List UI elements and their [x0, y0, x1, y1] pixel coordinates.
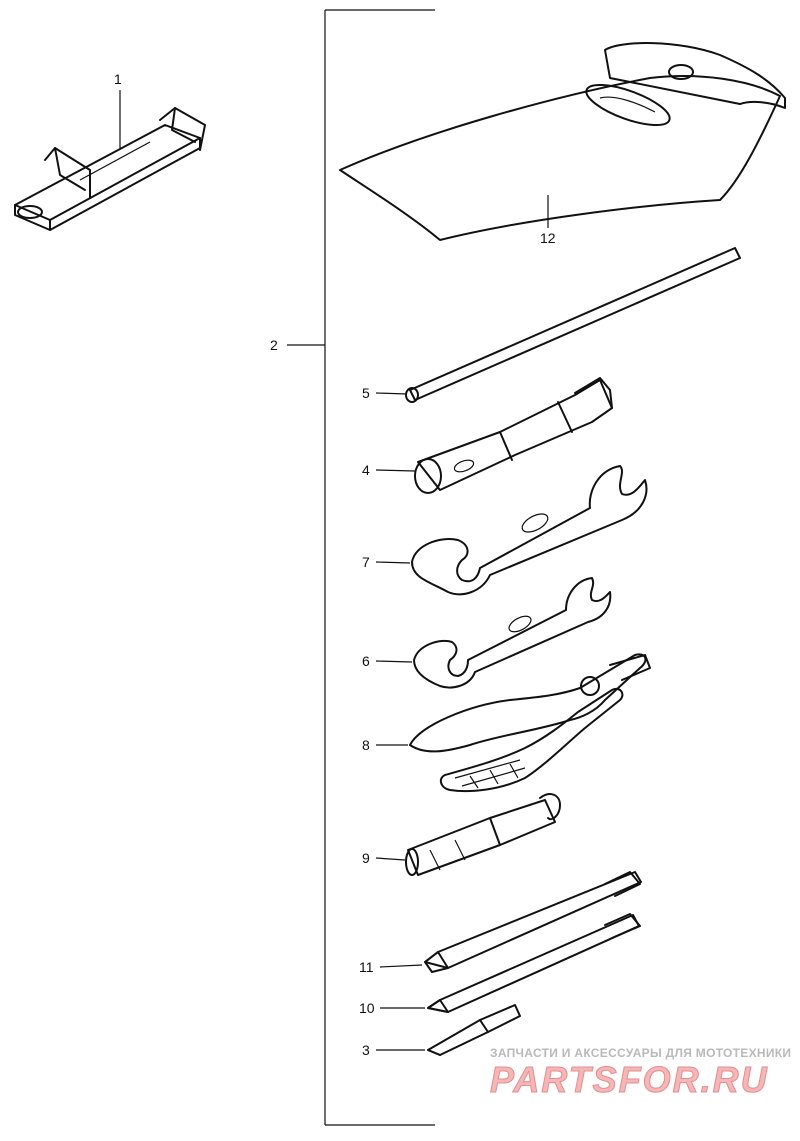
- callout-8: 8: [362, 737, 370, 753]
- callout-7: 7: [362, 554, 370, 570]
- leader-7: [375, 561, 411, 564]
- part-12-tool-bag-drawing: [339, 42, 786, 241]
- part-11-screwdriver-cross-drawing: [424, 871, 642, 973]
- callout-6: 6: [362, 653, 370, 669]
- callout-1: 1: [114, 71, 122, 87]
- callout-4: 4: [362, 462, 370, 478]
- part-10-screwdriver-flat-drawing: [427, 913, 641, 1013]
- callout-11: 11: [359, 959, 374, 975]
- leader-5: [375, 392, 408, 395]
- leader-4: [375, 469, 416, 472]
- callout-3: 3: [362, 1042, 370, 1058]
- part-4-plug-wrench-drawing: [414, 377, 613, 494]
- callout-12: 12: [540, 230, 556, 246]
- leader-11: [379, 964, 423, 968]
- group-bracket-2: [287, 9, 435, 1126]
- part-5-tommy-bar-drawing: [405, 247, 741, 403]
- callout-10: 10: [359, 1000, 375, 1016]
- callout-5: 5: [362, 385, 370, 401]
- leader-6: [375, 660, 413, 663]
- callout-9: 9: [362, 850, 370, 866]
- part-9-screwdriver-handle-drawing: [405, 793, 561, 876]
- leader-9: [375, 857, 406, 861]
- part-6-wrench-small-drawing: [413, 577, 612, 689]
- part-8-pliers-drawing: [409, 653, 651, 793]
- watermark-tagline: ЗАПЧАСТИ И АКСЕССУАРЫ ДЛЯ МОТОТЕХНИКИ: [490, 1046, 791, 1060]
- watermark-logo: PARTSFOR.RU: [490, 1059, 769, 1100]
- part-7-wrench-large-drawing: [411, 465, 648, 596]
- watermark: ЗАПЧАСТИ И АКСЕССУАРЫ ДЛЯ МОТОТЕХНИКИ PA…: [490, 1046, 792, 1101]
- part-1-holder-drawing: [14, 107, 206, 231]
- part-3-flat-blade-drawing: [427, 1004, 521, 1056]
- callout-2: 2: [270, 337, 278, 353]
